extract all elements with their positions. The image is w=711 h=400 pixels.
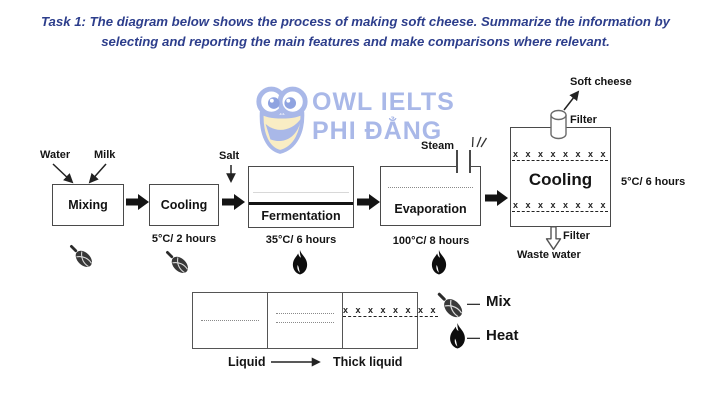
- thin-liquid-line: [201, 320, 259, 321]
- flow-arrow-1: [126, 194, 149, 210]
- fermentation-box: Fermentation: [248, 166, 354, 228]
- whisk-icon: [160, 245, 194, 279]
- waste-water-label: Waste water: [517, 249, 581, 261]
- waste-filter-arrow-icon: [545, 226, 562, 250]
- owl-logo-icon: [256, 86, 308, 154]
- thick-liquid-label: Thick liquid: [333, 355, 403, 369]
- watermark-line2: PHI ĐẲNG: [312, 117, 443, 145]
- task-instructions: Task 1: The diagram below shows the proc…: [30, 12, 681, 53]
- curd-pattern: x x x x x x x x: [343, 305, 439, 315]
- legend-heat-label: Heat: [486, 327, 519, 344]
- salt-arrow-icon: [226, 165, 236, 183]
- cooling1-condition: 5°C/ 2 hours: [151, 233, 217, 245]
- steam-label: Steam: [421, 140, 455, 152]
- fermentation-condition: 35°C/ 6 hours: [265, 234, 337, 246]
- filter-top-label: Filter: [570, 114, 597, 126]
- legend-mix-label: Mix: [486, 293, 512, 310]
- consistency-table: x x x x x x x x: [192, 292, 439, 349]
- milk-arrow-icon: [88, 163, 107, 184]
- task-label: Task 1:: [40, 14, 90, 29]
- mixing-box: Mixing: [52, 184, 124, 226]
- liquid-label: Liquid: [228, 355, 266, 369]
- cooling2-box: x x x x x x x x Cooling x x x x x x x x: [510, 127, 611, 227]
- fermentation-label: Fermentation: [261, 209, 341, 223]
- filter-cylinder-icon: [550, 109, 567, 140]
- separation-line: [249, 202, 353, 205]
- legend-heat-dash: —: [467, 330, 480, 345]
- soft-cheese-label: Soft cheese: [570, 76, 632, 88]
- thick-liquid-cell: x x x x x x x x: [343, 293, 439, 348]
- task-text: The diagram below shows the process of m…: [89, 14, 670, 50]
- cooling1-box: Cooling: [149, 184, 219, 226]
- milk-label: Milk: [94, 149, 116, 161]
- steam-vent: [456, 150, 471, 173]
- thickening-cell: [268, 293, 343, 348]
- liquid-cell: [193, 293, 268, 348]
- curd-pattern-bottom: x x x x x x x x: [512, 200, 609, 210]
- flame-icon: [292, 250, 308, 275]
- liquid-line-1: [276, 313, 334, 314]
- flow-arrow-3: [357, 194, 380, 210]
- legend-mix-dash: —: [467, 296, 480, 311]
- whisk-icon: [64, 239, 98, 273]
- steam-lines-icon: [471, 136, 488, 148]
- cooling1-label: Cooling: [160, 198, 208, 212]
- cooling2-label: Cooling: [528, 170, 593, 189]
- liquid-level-dotted-line: [388, 187, 473, 188]
- water-label: Water: [40, 149, 71, 161]
- flow-arrow-4: [485, 190, 508, 206]
- evaporation-label: Evaporation: [394, 202, 467, 216]
- liquid-to-thick-arrow-icon: [271, 357, 321, 367]
- flame-icon: [431, 250, 447, 275]
- watermark-line1: OWL IELTS: [312, 88, 455, 116]
- water-arrow-icon: [52, 163, 74, 184]
- cooling2-condition: 5°C/ 6 hours: [621, 176, 686, 188]
- flame-icon: [450, 323, 465, 349]
- salt-label: Salt: [219, 150, 240, 162]
- watermark-text: OWL IELTS PHI ĐẲNG: [312, 88, 455, 146]
- flow-arrow-2: [222, 194, 245, 210]
- curd-pattern-top: x x x x x x x x: [512, 149, 609, 159]
- soft-cheese-arrow-icon: [563, 90, 580, 111]
- evaporation-box: Evaporation: [380, 166, 481, 226]
- filter-bottom-label: Filter: [563, 230, 590, 242]
- liquid-level-line: [253, 192, 349, 193]
- evaporation-condition: 100°C/ 8 hours: [392, 235, 470, 247]
- whisk-icon: [431, 286, 469, 324]
- mixing-label: Mixing: [68, 198, 108, 212]
- liquid-line-2: [276, 322, 334, 323]
